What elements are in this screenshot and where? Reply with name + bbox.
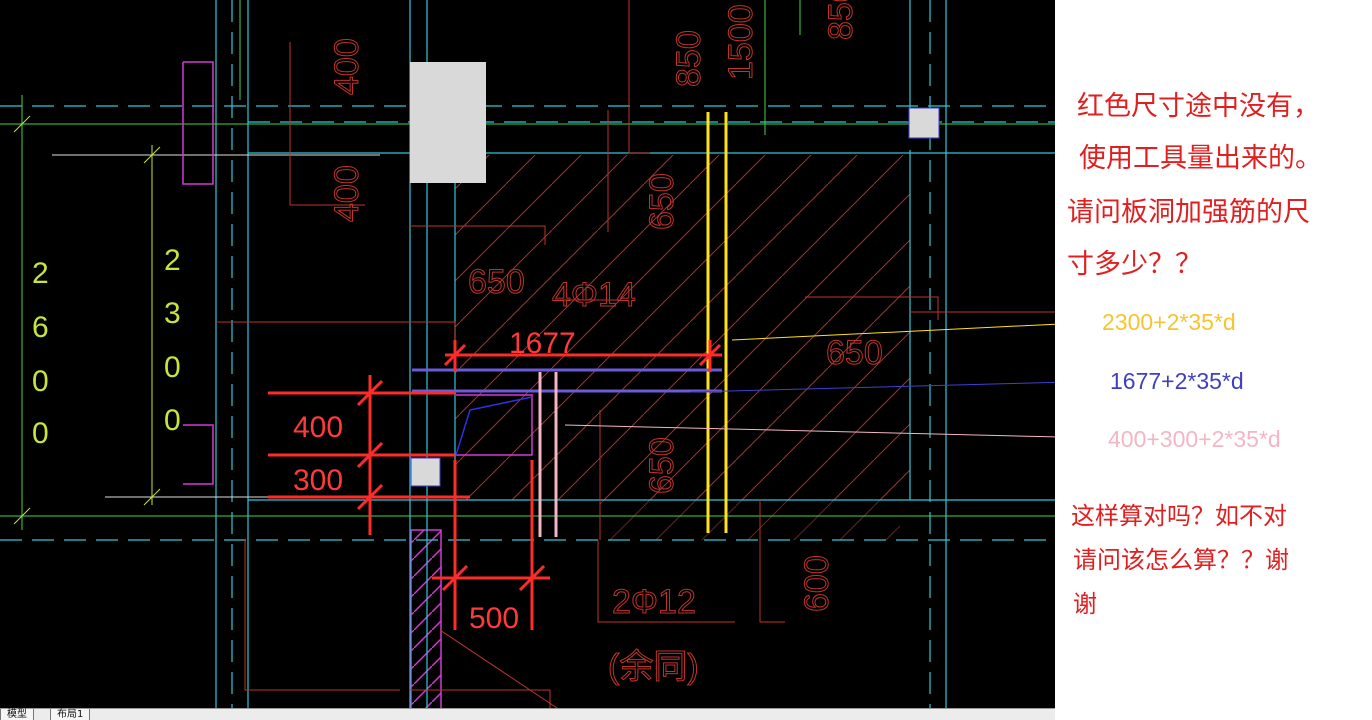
tab-model[interactable]: 模型 [0,709,34,720]
dim-2300-digit: 0 [164,404,181,437]
dim-2300-digit: 0 [164,351,181,384]
question-line-2: 请问该怎么算？？谢 [1073,546,1289,574]
dim-650-vert-b: 650 [643,437,681,494]
dim-650-right: 650 [826,334,883,372]
yellow-rebar-pair [706,112,728,533]
note-line-4: 寸多少？？ [1067,249,1202,280]
dim-2300-digit: 3 [164,297,181,330]
tab-layout1[interactable]: 布局1 [50,709,91,720]
note-line-2: 使用工具量出来的。 [1079,143,1322,174]
dim-650-vert-a: 650 [643,173,681,230]
dim-650-horiz: 650 [468,263,525,301]
dim-850-a: 850 [670,30,708,87]
dim-2600-digit: 2 [32,257,49,290]
measured-500: 500 [469,602,519,635]
rebar-note-same: (余同) [608,648,699,686]
dim-400-top: 400 [328,38,366,95]
rebar-2phi12: 2Φ12 [612,583,696,621]
annotation-panel: 红色尺寸途中没有， 使用工具量出来的。 请问板洞加强筋的尺 寸多少？？ 2300… [1055,0,1372,719]
dim-600: 600 [798,555,836,612]
wall-hatch-magenta [411,530,441,710]
rebar-4phi14: 4Φ14 [552,276,636,314]
measured-1677: 1677 [509,327,576,360]
dim-2600-digit: 0 [32,417,49,450]
grey-small-block-right [908,107,940,139]
dim-400-bottom: 400 [328,165,366,222]
dim-1500: 1500 [722,4,760,80]
measured-300: 300 [293,464,343,497]
question-line-3: 谢 [1073,590,1097,618]
cad-drawing: 2 6 0 0 2 3 0 0 400 400 850 1500 850 650… [0,0,1055,719]
pink-rebar-pair [538,372,558,537]
blue-rebar-pair [412,368,722,393]
dim-2600-digit: 0 [32,365,49,398]
measured-400: 400 [293,411,343,444]
grey-small-block-left [410,457,441,487]
formula-pink: 400+300+2*35*d [1108,426,1281,452]
layout-tab-bar: 模型 布局1 [0,708,1055,720]
dim-850-b: 850 [822,0,860,40]
note-line-1: 红色尺寸途中没有， [1077,91,1320,122]
slab-hatch [455,155,910,500]
formula-yellow: 2300+2*35*d [1102,309,1236,335]
note-line-3: 请问板洞加强筋的尺 [1067,197,1310,228]
grey-column-block [410,62,486,183]
dim-2300-digit: 2 [164,244,181,277]
slab-hatch-lower [600,500,900,540]
question-line-1: 这样算对吗？如不对 [1071,502,1287,530]
formula-blue: 1677+2*35*d [1110,368,1244,394]
cad-drawing-canvas[interactable]: 2 6 0 0 2 3 0 0 400 400 850 1500 850 650… [0,0,1055,720]
dim-2600-digit: 6 [32,311,49,344]
